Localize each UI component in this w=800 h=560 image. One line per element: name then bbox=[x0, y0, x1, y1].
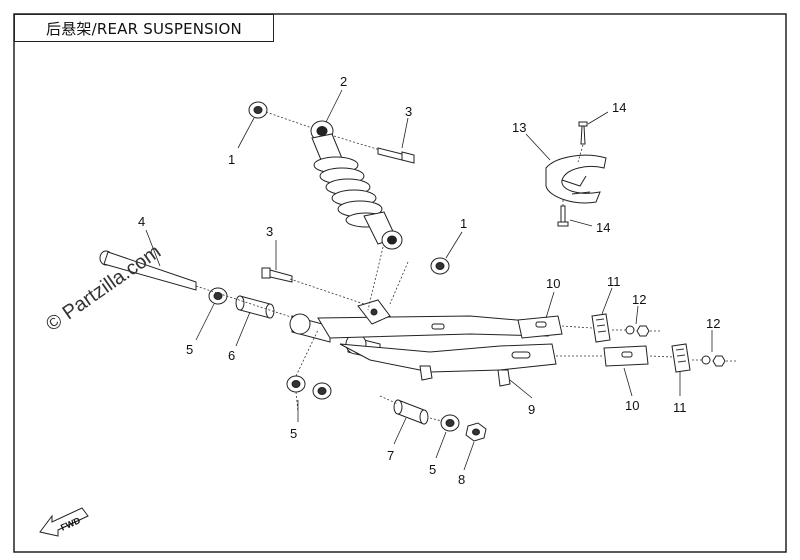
sleeve-6 bbox=[235, 295, 275, 319]
nut-washer-upper bbox=[625, 325, 650, 337]
nut-8 bbox=[465, 422, 487, 442]
bushing-upper bbox=[248, 101, 268, 119]
callout-5-left: 5 bbox=[186, 342, 193, 357]
callout-3-lower: 3 bbox=[266, 224, 273, 239]
bushing-pair-5 bbox=[286, 375, 332, 400]
adjuster-block-upper bbox=[517, 315, 563, 339]
callout-1-upper: 1 bbox=[228, 152, 235, 167]
adjuster-plate-lower bbox=[671, 343, 691, 373]
callout-14-lower: 14 bbox=[596, 220, 610, 235]
callout-11-upper: 11 bbox=[607, 274, 621, 289]
callout-4: 4 bbox=[138, 214, 145, 229]
assembly-lines bbox=[195, 111, 738, 422]
screw-14-lower bbox=[557, 205, 569, 227]
bushing-lower bbox=[430, 257, 450, 275]
axle-bolt bbox=[99, 250, 197, 291]
callout-3-upper: 3 bbox=[405, 104, 412, 119]
bolt-lower bbox=[261, 267, 293, 283]
chain-guide bbox=[545, 154, 607, 204]
page-title: 后悬架/REAR SUSPENSION bbox=[46, 19, 242, 38]
callout-12-lower: 12 bbox=[706, 316, 720, 331]
adjuster-block-lower bbox=[603, 345, 649, 367]
diagram-border bbox=[13, 13, 787, 553]
adjuster-plate-upper bbox=[591, 313, 611, 343]
callout-10-lower: 10 bbox=[625, 398, 639, 413]
shock-absorber bbox=[310, 120, 403, 250]
callout-11-lower: 11 bbox=[673, 400, 687, 415]
screw-14-upper bbox=[578, 121, 588, 145]
spacer-left bbox=[208, 287, 228, 305]
callout-5-right: 5 bbox=[429, 462, 436, 477]
bushing-5-right bbox=[440, 414, 460, 432]
bolt-upper bbox=[377, 147, 415, 164]
leader-lines bbox=[145, 89, 713, 471]
callout-1-lower: 1 bbox=[460, 216, 467, 231]
nut-washer-lower bbox=[701, 355, 726, 367]
callout-numbers: 1 2 3 4 3 1 5 6 5 7 5 8 9 10 10 11 11 12… bbox=[138, 74, 720, 487]
swingarm bbox=[289, 299, 557, 387]
callout-8: 8 bbox=[458, 472, 465, 487]
callout-14-upper: 14 bbox=[612, 100, 626, 115]
callout-6: 6 bbox=[228, 348, 235, 363]
sleeve-7 bbox=[393, 399, 429, 425]
callout-7: 7 bbox=[387, 448, 394, 463]
callout-9: 9 bbox=[528, 402, 535, 417]
callout-10-upper: 10 bbox=[546, 276, 560, 291]
callout-12-upper: 12 bbox=[632, 292, 646, 307]
fwd-arrow-icon: FWD bbox=[39, 507, 89, 537]
title-box: 后悬架/REAR SUSPENSION bbox=[14, 14, 274, 42]
callout-5-mid: 5 bbox=[290, 426, 297, 441]
callout-2: 2 bbox=[340, 74, 347, 89]
callout-13: 13 bbox=[512, 120, 526, 135]
